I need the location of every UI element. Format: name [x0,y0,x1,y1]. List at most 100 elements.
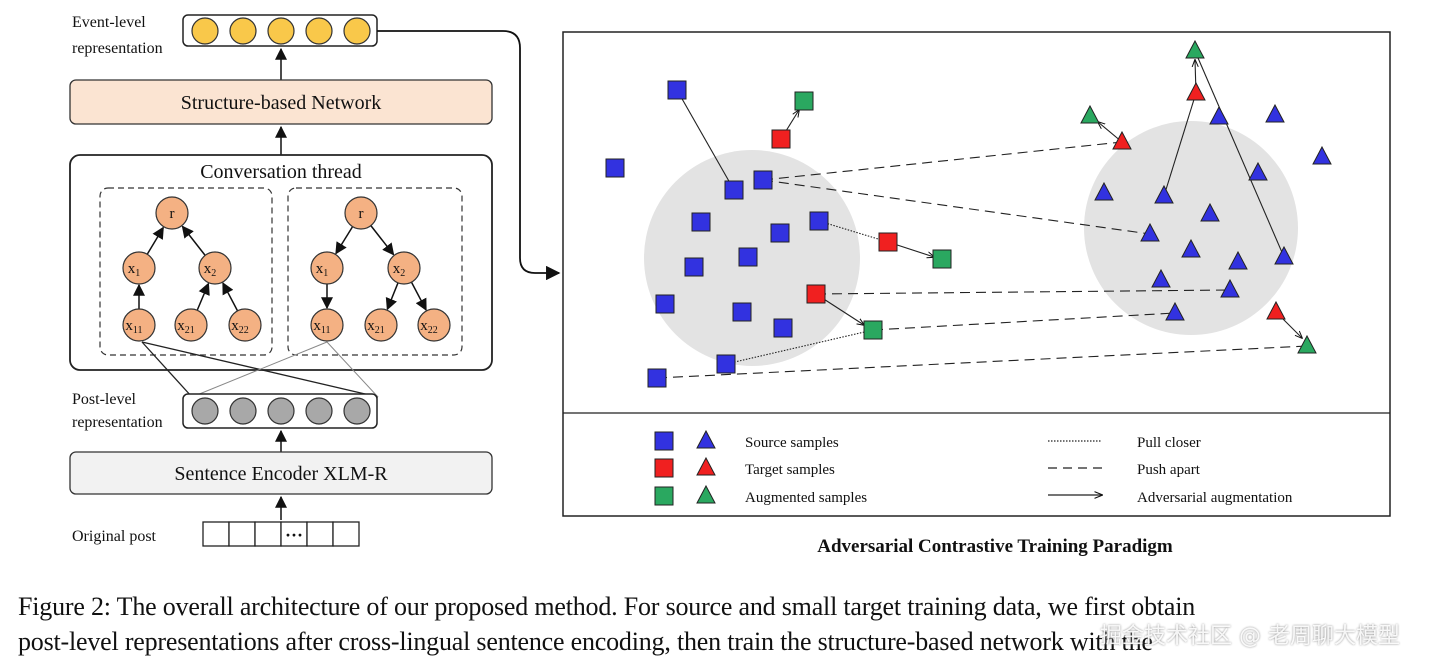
push-apart-line [872,312,1176,331]
tree-node [228,308,262,342]
structure-network-box [69,79,493,125]
source-square [684,257,704,277]
post-circle [305,397,333,425]
post-circle [229,397,257,425]
augmented-triangle [1297,334,1317,354]
tree-edge [370,225,395,256]
augmented-square [932,249,952,269]
augmented-triangle [1080,104,1100,124]
post-vector [191,397,371,425]
post-level-label-1: Post-level [72,391,137,408]
event-circle [267,17,295,45]
legend-triangle [696,484,716,504]
source-square [773,318,793,338]
source-square [732,302,752,322]
legend-target: Target samples [745,462,835,478]
legend-augmented: Augmented samples [745,490,867,506]
tree-node [364,308,398,342]
post-circle [191,397,219,425]
source-triangle [1140,222,1160,242]
source-square [691,212,711,232]
conversation-thread-label: Conversation thread [200,161,362,183]
source-triangle [1228,250,1248,270]
tree-edge [146,226,164,255]
push-apart-line [762,179,1151,235]
original-post-tokens [202,521,360,547]
pull-closer-line [818,220,889,243]
post-to-node-links [141,341,379,398]
event-level-label-2: representation [72,40,163,57]
sentence-encoder-label: Sentence Encoder XLM-R [174,463,388,485]
source-square [770,223,790,243]
source-triangle [1200,202,1220,222]
augmented-square [794,91,814,111]
arrow-to-paradigm [377,30,561,281]
token-cell [306,521,334,547]
legend-pull: Pull closer [1137,435,1201,451]
tree-edge [335,226,354,255]
event-circle [343,17,371,45]
adversarial-line [676,89,735,191]
target-square [878,232,898,252]
source-triangle [1312,145,1332,165]
event-circle [305,17,333,45]
tree-edge [181,225,206,256]
source-square [647,368,667,388]
post-circle [267,397,295,425]
paradigm-title: Adversarial Contrastive Training Paradig… [817,536,1173,557]
tree-node-label: r [359,206,364,222]
token-ellipsis: ··· [285,525,303,545]
push-apart-line [656,345,1308,379]
tree-node [310,251,344,285]
token-cell [254,521,282,547]
tree-node [122,251,156,285]
legend-square [654,486,674,506]
source-triangle [1248,161,1268,181]
source-square [667,80,687,100]
source-triangle [1220,278,1240,298]
post-level-label-2: representation [72,414,163,431]
legend-square [654,458,674,478]
source-square [605,158,625,178]
source-square [655,294,675,314]
structure-network-label: Structure-based Network [181,92,382,114]
event-circle [191,17,219,45]
legend-triangle [696,429,716,449]
caption-line-1: Figure 2: The overall architecture of ou… [18,592,1196,621]
source-triangle [1265,103,1285,123]
tree-node [344,196,378,230]
tree-node [155,196,189,230]
source-square [809,211,829,231]
augmented-square [863,320,883,340]
legend-adv: Adversarial augmentation [1137,490,1293,506]
legend-square [654,431,674,451]
push-apart-line [762,141,1123,181]
target-square [806,284,826,304]
token-cell [228,521,256,547]
source-triangle [1274,245,1294,265]
source-square [753,170,773,190]
tree-edge [222,281,239,312]
legend-source: Source samples [745,435,839,451]
tree-node [310,308,344,342]
adversarial-line [1163,92,1197,197]
target-triangle [1112,130,1132,150]
tree-edge [410,281,427,312]
watermark: 掘金技术社区 @ 老周聊大模型 [1100,624,1400,649]
caption-line-2: post-level representations after cross-l… [18,627,1153,656]
source-square [716,354,736,374]
source-triangle [1209,105,1229,125]
tree-node [387,251,421,285]
event-level-label-1: Event-level [72,14,146,31]
tree-node [174,308,208,342]
tree-node [122,308,156,342]
original-post-label: Original post [72,528,157,545]
pull-closer-line [725,329,874,365]
push-apart-line [815,289,1231,295]
event-circle [229,17,257,45]
target-square [771,129,791,149]
post-circle [343,397,371,425]
target-cluster [1084,121,1298,335]
